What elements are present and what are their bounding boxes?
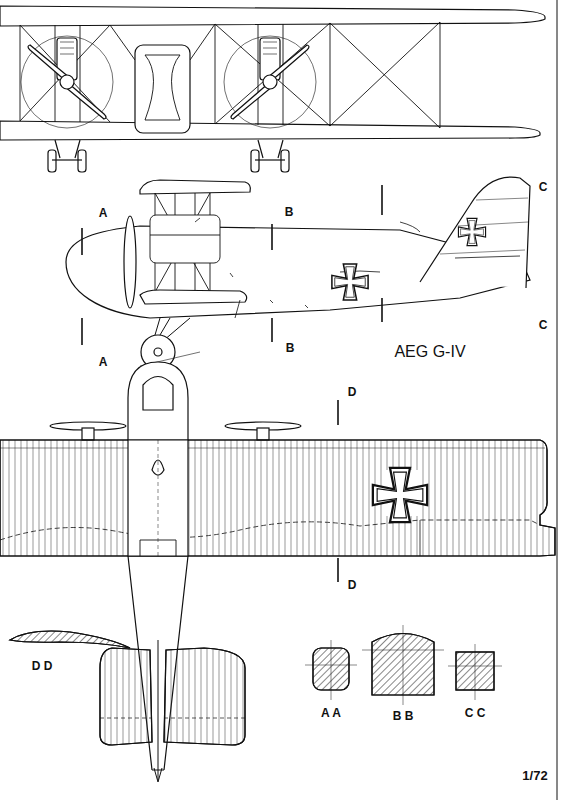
- section-label: B: [284, 341, 297, 355]
- section-label: D D: [30, 659, 55, 673]
- aircraft-title: AEG G-IV: [392, 343, 467, 361]
- section-label: D: [346, 385, 359, 399]
- section-label: D: [346, 578, 359, 592]
- section-label: A A: [319, 706, 343, 720]
- scale-label: 1/72: [520, 769, 549, 783]
- section-label: B B: [391, 709, 416, 723]
- section-label: C: [537, 180, 550, 194]
- section-label: C: [537, 318, 550, 332]
- section-label: A: [97, 206, 110, 220]
- section-label: C C: [463, 706, 488, 720]
- section-label: B: [283, 205, 296, 219]
- section-label: A: [97, 355, 110, 369]
